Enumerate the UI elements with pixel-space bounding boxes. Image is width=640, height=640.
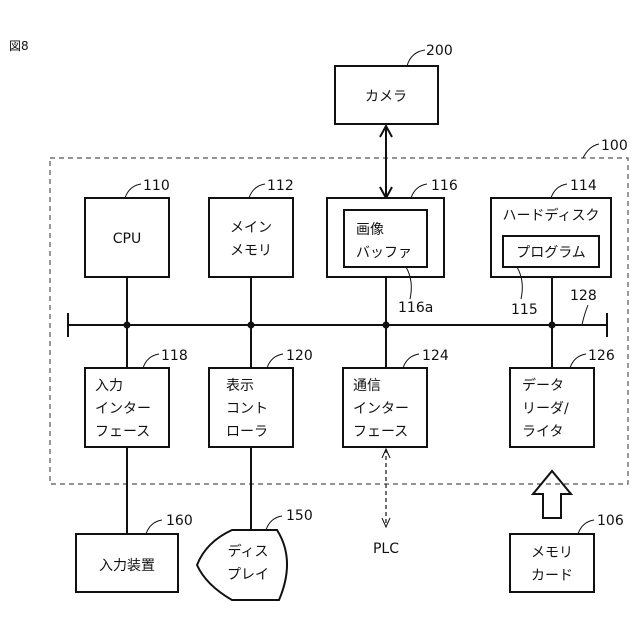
bus-ref-leader bbox=[582, 305, 588, 325]
input-interface-ref-leader bbox=[143, 354, 159, 368]
display-line-2: プレイ bbox=[227, 567, 269, 583]
display-controller-line-1: 表示 bbox=[226, 378, 254, 394]
input-interface-line-1: 入力 bbox=[95, 378, 123, 394]
image-buffer-line-2: バッファ bbox=[356, 245, 412, 261]
comm-interface-ref-leader bbox=[403, 354, 419, 368]
main-memory-ref: 112 bbox=[267, 178, 294, 194]
input-interface-ref: 118 bbox=[161, 348, 188, 364]
input-device-label: 入力装置 bbox=[99, 558, 155, 574]
cpu-label: CPU bbox=[113, 231, 141, 247]
data-rw-line-3: ライタ bbox=[522, 424, 563, 440]
display-line-1: ディス bbox=[227, 543, 268, 560]
hard-disk-ref-leader bbox=[551, 184, 567, 198]
display-controller-line-3: ローラ bbox=[226, 424, 268, 440]
hard-disk-ref: 114 bbox=[570, 178, 597, 194]
camera-ref-leader bbox=[407, 50, 425, 66]
comm-interface-line-3: フェース bbox=[353, 424, 408, 440]
main-memory-box bbox=[209, 198, 293, 277]
input-device-ref-leader bbox=[146, 520, 162, 534]
image-buffer-ref: 116a bbox=[398, 300, 433, 316]
comm-interface-ref: 124 bbox=[422, 348, 449, 364]
system-ref: 100 bbox=[601, 138, 628, 154]
image-block-ref: 116 bbox=[431, 178, 458, 194]
memory-card-ref: 106 bbox=[597, 513, 624, 529]
comm-interface-line-2: インター bbox=[353, 401, 409, 417]
memory-card-line-1: メモリ bbox=[531, 545, 573, 561]
program-label: プログラム bbox=[516, 245, 586, 261]
data-rw-ref: 126 bbox=[588, 348, 615, 364]
display-ref-leader bbox=[266, 516, 282, 530]
comm-interface-line-1: 通信 bbox=[353, 378, 381, 394]
image-block-ref-leader bbox=[411, 184, 427, 198]
display-ref: 150 bbox=[286, 508, 313, 524]
bus-junction bbox=[124, 322, 131, 329]
main-memory-line-1: メイン bbox=[230, 220, 272, 236]
hard-disk-label: ハードディスク bbox=[502, 207, 599, 224]
camera-ref: 200 bbox=[426, 43, 453, 59]
main-memory-ref-leader bbox=[249, 184, 265, 198]
input-interface-line-2: インター bbox=[95, 401, 151, 417]
bus-junction bbox=[383, 322, 390, 329]
data-rw-line-1: データ bbox=[522, 377, 564, 394]
figure-label: 図8 bbox=[9, 39, 29, 53]
camera-label: カメラ bbox=[365, 89, 407, 105]
bus-junction bbox=[549, 322, 556, 329]
memory-card-line-2: カード bbox=[531, 568, 573, 584]
main-memory-line-2: メモリ bbox=[230, 243, 272, 259]
data-rw-ref-leader bbox=[570, 354, 586, 368]
image-buffer-line-1: 画像 bbox=[356, 222, 384, 238]
system-ref-leader bbox=[583, 144, 599, 158]
bus-junction bbox=[248, 322, 255, 329]
program-ref: 115 bbox=[511, 302, 538, 318]
memory-card-ref-leader bbox=[578, 520, 594, 534]
input-device-ref: 160 bbox=[166, 513, 193, 529]
cpu-ref-leader bbox=[125, 184, 141, 198]
cpu-ref: 110 bbox=[143, 178, 170, 194]
insert-arrow-icon bbox=[533, 471, 571, 518]
display-controller-ref: 120 bbox=[286, 348, 313, 364]
display-controller-line-2: コント bbox=[226, 401, 268, 417]
display-shape bbox=[197, 530, 287, 600]
input-interface-line-3: フェース bbox=[95, 424, 150, 440]
bus-ref: 128 bbox=[570, 288, 597, 304]
display-controller-ref-leader bbox=[267, 354, 283, 368]
plc-label: PLC bbox=[373, 541, 399, 557]
data-rw-line-2: リーダ/ bbox=[522, 401, 569, 417]
